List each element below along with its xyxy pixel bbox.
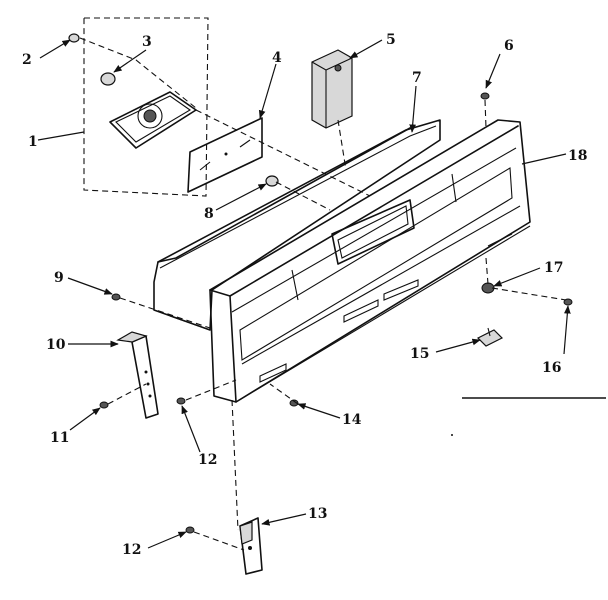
callout-11: 11 [50,430,69,446]
button-part-8 [265,175,279,187]
screw-part-16 [563,298,573,306]
callout-12-lower: 12 [122,542,141,558]
clip-part-15 [476,327,504,347]
callout-15: 15 [410,346,429,362]
callout-17: 17 [544,260,563,276]
callout-6: 6 [504,38,514,54]
backguard-part-18 [209,119,531,403]
callout-7: 7 [412,70,422,86]
callout-9: 9 [54,270,64,286]
assembly-lines [79,37,567,551]
timer-module [109,91,197,149]
screw-part-11 [99,401,109,409]
screw-part-9 [111,293,121,301]
screw-part-14 [289,399,299,407]
end-trim-part-10 [116,331,159,419]
leader-lines [37,39,571,549]
callout-18: 18 [568,148,587,164]
callout-8: 8 [204,206,214,222]
screw-part-2 [68,33,80,43]
end-cap-part-13 [239,517,263,575]
callout-5: 5 [386,32,396,48]
screw-part-12-lower [185,526,195,534]
knob-part-3 [100,72,116,86]
callout-10: 10 [46,337,66,353]
clip-part-12-upper [176,397,186,405]
callout-2: 2 [22,52,32,68]
callout-12-upper: 12 [198,452,217,468]
lens-part-4 [187,117,263,193]
callout-1: 1 [28,134,38,150]
dot-mark [451,434,453,436]
callout-4: 4 [272,50,282,66]
callout-14: 14 [342,412,362,428]
callout-13: 13 [308,506,327,522]
callout-3: 3 [142,34,152,50]
bracket-part-5 [311,49,353,129]
callout-labels: 1 2 3 4 5 6 7 8 9 10 11 12 12 13 14 15 1… [22,32,587,558]
rear-panel [153,119,441,331]
assembly-box [83,17,209,197]
callout-16: 16 [542,360,561,376]
nut-part-6 [480,92,490,100]
